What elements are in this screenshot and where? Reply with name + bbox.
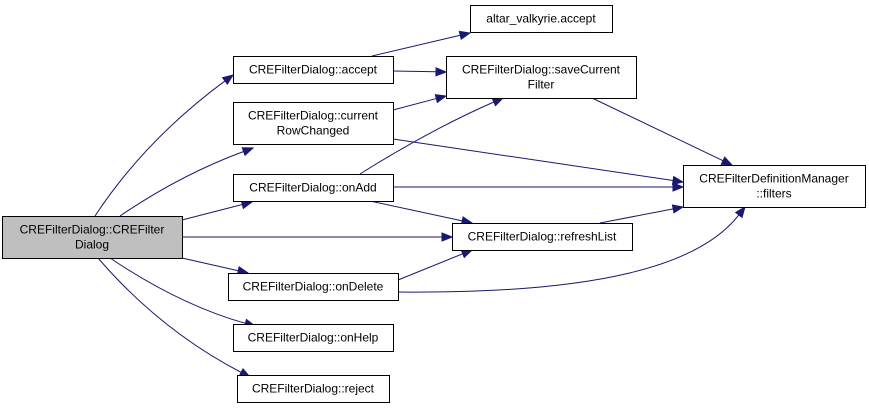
node-refresh[interactable]: CREFilterDialog::refreshList <box>452 223 633 251</box>
edge-onadd-to-refresh <box>369 200 474 226</box>
node-label: CREFilterDialog::current <box>248 109 379 123</box>
arrowhead <box>221 74 235 86</box>
arrowhead <box>441 232 454 242</box>
edge-ondelete-to-filters <box>397 205 746 293</box>
edge-root-to-onadd <box>181 200 254 221</box>
edge-root-to-current <box>119 147 255 217</box>
node-label: Filter <box>528 78 555 92</box>
node-box <box>228 273 399 301</box>
edge-line <box>119 151 244 217</box>
node-label: CREFilterDialog::saveCurrent <box>462 63 621 77</box>
node-label: ::filters <box>756 187 791 201</box>
edge-line <box>397 214 740 293</box>
edge-line <box>392 138 674 182</box>
node-onhelp[interactable]: CREFilterDialog::onHelp <box>233 324 394 352</box>
arrowhead <box>734 205 746 219</box>
arrowhead <box>720 156 734 166</box>
edge-line <box>109 257 246 324</box>
arrowhead <box>671 204 685 214</box>
edge-line <box>599 208 674 224</box>
edge-line <box>359 101 495 175</box>
node-box <box>452 223 633 251</box>
node-label: CREFilterDialog::reject <box>252 382 375 396</box>
edge-current-to-save <box>392 94 448 111</box>
arrowhead <box>460 249 474 259</box>
edge-root-to-refresh <box>182 232 454 242</box>
node-altar[interactable]: altar_valkyrie.accept <box>470 5 613 33</box>
node-label: Dialog <box>75 238 109 252</box>
node-box <box>233 102 394 145</box>
node-onadd[interactable]: CREFilterDialog::onAdd <box>233 174 394 202</box>
edge-line <box>591 97 724 162</box>
edge-onadd-to-filters <box>393 182 685 192</box>
node-box <box>233 174 394 202</box>
node-label: CREFilterDefinitionManager <box>699 172 848 186</box>
node-label: CREFilterDialog::accept <box>249 63 378 77</box>
edge-line <box>397 253 463 281</box>
arrowhead <box>241 147 255 157</box>
edge-refresh-to-filters <box>599 204 685 224</box>
edge-line <box>392 70 437 73</box>
arrowhead <box>672 182 685 192</box>
edge-line <box>181 257 239 272</box>
edge-save-to-filters <box>591 97 734 166</box>
edge-line <box>181 204 243 221</box>
node-label: CREFilterDialog::onAdd <box>249 181 376 195</box>
node-accept[interactable]: CREFilterDialog::accept <box>233 56 394 84</box>
node-reject[interactable]: CREFilterDialog::reject <box>237 375 390 403</box>
node-ondelete[interactable]: CREFilterDialog::onDelete <box>228 273 399 301</box>
edge-root-to-accept <box>94 74 235 217</box>
node-label: altar_valkyrie.accept <box>486 12 596 26</box>
node-box <box>683 165 866 208</box>
edge-accept-to-save <box>392 67 448 77</box>
arrowhead <box>435 67 448 77</box>
edge-line <box>97 257 242 373</box>
node-label: RowChanged <box>277 124 350 138</box>
node-label: CREFilterDialog::refreshList <box>468 230 617 244</box>
node-box <box>233 324 394 352</box>
node-box <box>470 5 613 33</box>
edge-root-to-ondelete <box>181 257 250 276</box>
node-filters[interactable]: CREFilterDefinitionManager::filters <box>683 165 866 208</box>
arrowhead <box>671 175 685 186</box>
edge-line <box>392 98 437 111</box>
edge-line <box>94 80 226 217</box>
edge-line <box>371 34 461 57</box>
edge-accept-to-altar <box>371 30 472 57</box>
node-label: CREFilterDialog::onHelp <box>248 331 379 345</box>
arrowhead <box>458 30 472 41</box>
edge-line <box>369 200 463 222</box>
node-box <box>2 216 183 259</box>
nodes-layer: CREFilterDialog::CREFilterDialogCREFilte… <box>2 5 866 403</box>
edge-current-to-filters <box>392 138 685 186</box>
edge-ondelete-to-refresh <box>397 249 474 281</box>
node-label: CREFilterDialog::CREFilter <box>20 223 165 237</box>
node-box <box>446 56 637 99</box>
arrowhead <box>434 94 448 104</box>
edges-layer <box>94 30 746 378</box>
node-root[interactable]: CREFilterDialog::CREFilterDialog <box>2 216 183 259</box>
node-label: CREFilterDialog::onDelete <box>243 280 384 294</box>
node-box <box>233 56 394 84</box>
node-box <box>237 375 390 403</box>
arrowhead <box>491 97 505 107</box>
